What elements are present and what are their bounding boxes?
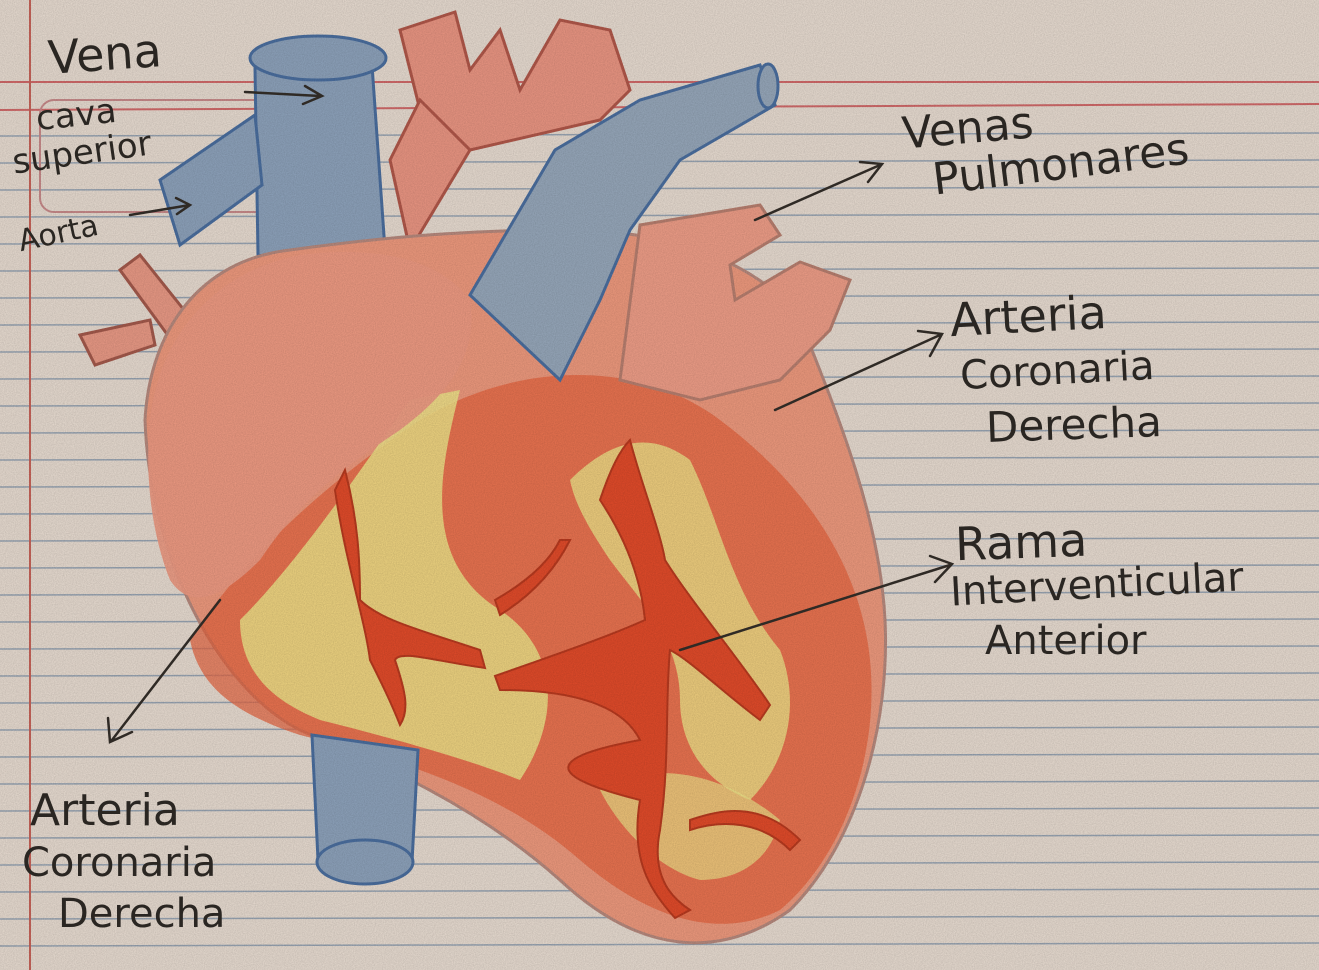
label-arteria-1: Arteria	[949, 288, 1108, 344]
label-anterior: Anterior	[985, 620, 1146, 662]
label-rama: Rama	[954, 516, 1088, 569]
label-derecha-1: Derecha	[985, 400, 1162, 450]
label-derecha-2: Derecha	[58, 893, 225, 935]
label-coronaria-1: Coronaria	[959, 345, 1155, 397]
label-arteria-2: Arteria	[30, 788, 180, 834]
label-vena: Vena	[46, 26, 163, 82]
label-coronaria-2: Coronaria	[22, 842, 216, 884]
